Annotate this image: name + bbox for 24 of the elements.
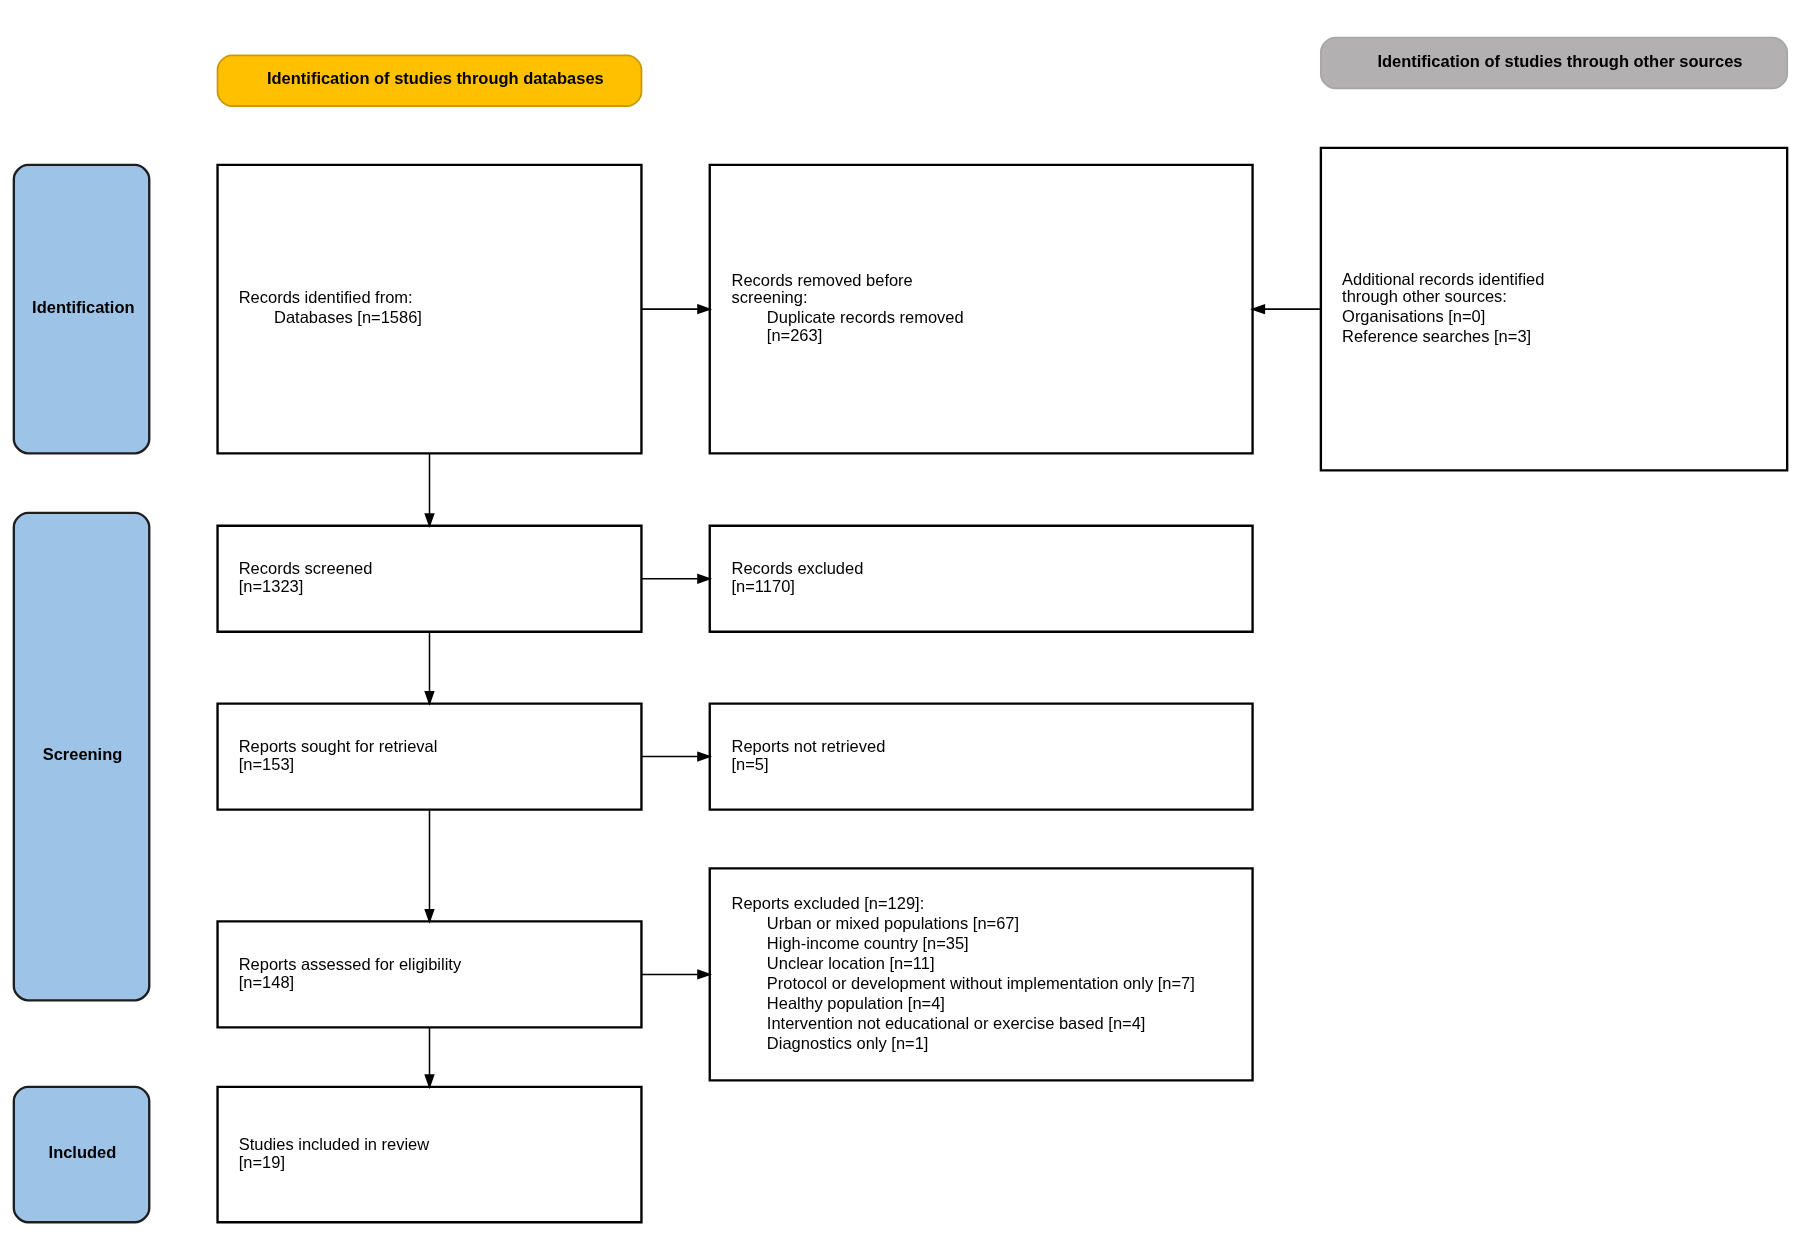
node-box: Studies included in review [n=19] xyxy=(215,1085,643,1223)
arrow xyxy=(640,750,712,762)
arrow xyxy=(423,452,435,528)
node-box: Included xyxy=(12,1085,150,1223)
node-box: Reports excluded [n=129]: Urban or mixed populations [n=67] High-income country [n=35] Unclear location [n=11] Protocol or development without implementation only [n=7] Healthy population [n=4] Intervention not educational or exercise based [n=4] Diagnostics only [n=1] xyxy=(708,866,1254,1082)
node-box: Reports assessed for eligibility [n=148] xyxy=(215,919,643,1029)
node-box: Identification xyxy=(12,163,150,455)
node-box: Reports sought for retrieval [n=153] xyxy=(215,701,643,811)
arrow xyxy=(423,630,435,706)
node-box: Reports not retrieved [n=5] xyxy=(708,701,1254,811)
arrow xyxy=(640,573,712,584)
node-box: Records excluded [n=1170] xyxy=(708,524,1254,633)
node-box: Records identified from: Databases [n=1586] xyxy=(215,163,643,455)
node-box: Additional records identified through other sources: Organisations [n=0] Reference searches [n=3] xyxy=(1319,146,1788,472)
arrow xyxy=(640,303,712,314)
arrow xyxy=(1249,303,1322,314)
arrow xyxy=(423,1026,435,1089)
node-box: Identification of studies through other sources xyxy=(1319,36,1788,89)
node-box: Records screened [n=1323] xyxy=(215,524,643,633)
node-box: Screening xyxy=(12,511,150,1001)
node-box: Identification of studies through databases xyxy=(216,54,642,107)
node-box: Records removed before screening: Duplicate records removed [n=263] xyxy=(708,163,1254,455)
arrow xyxy=(423,808,435,924)
arrow xyxy=(640,968,712,980)
